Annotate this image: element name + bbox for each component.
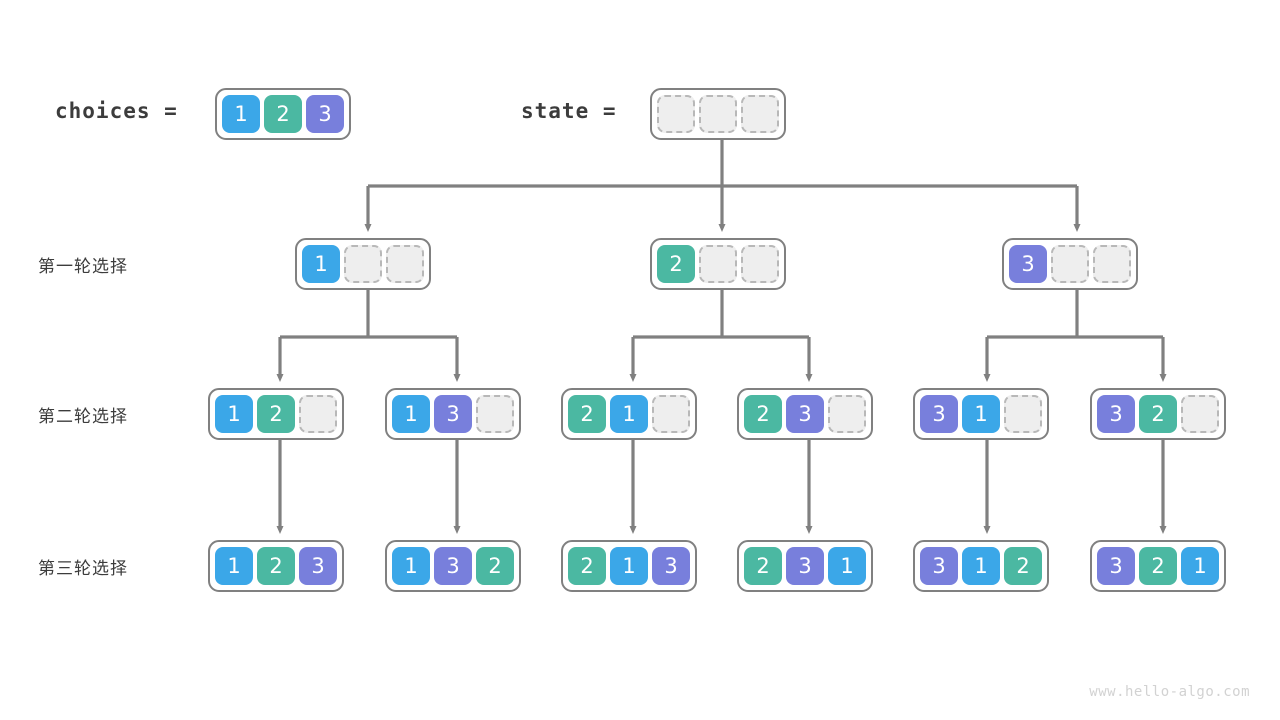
watermark: www.hello-algo.com (1089, 684, 1250, 700)
state-cell-0 (657, 95, 695, 133)
cell (1181, 395, 1219, 433)
choices-cell-2: 3 (306, 95, 344, 133)
node-r3-c2: 2 1 3 (561, 540, 697, 592)
node-r1-c2: 3 (1002, 238, 1138, 290)
cell (699, 245, 737, 283)
cell (344, 245, 382, 283)
node-r2-c5: 3 2 (1090, 388, 1226, 440)
cell: 2 (1139, 547, 1177, 585)
cell (476, 395, 514, 433)
cell (386, 245, 424, 283)
cell: 2 (744, 395, 782, 433)
cell: 3 (1009, 245, 1047, 283)
node-r2-c2: 2 1 (561, 388, 697, 440)
cell: 3 (299, 547, 337, 585)
cell: 1 (215, 547, 253, 585)
cell (299, 395, 337, 433)
state-cell-2 (741, 95, 779, 133)
cell: 1 (215, 395, 253, 433)
cell: 3 (786, 395, 824, 433)
cell: 2 (1004, 547, 1042, 585)
cell: 2 (568, 395, 606, 433)
row-label-round-3: 第三轮选择 (38, 559, 128, 579)
cell (1004, 395, 1042, 433)
cell: 3 (786, 547, 824, 585)
cell (1093, 245, 1131, 283)
cell: 3 (652, 547, 690, 585)
state-cell-1 (699, 95, 737, 133)
cell: 2 (257, 395, 295, 433)
cell: 1 (302, 245, 340, 283)
cell (652, 395, 690, 433)
cell: 2 (568, 547, 606, 585)
choices-array: 1 2 3 (215, 88, 351, 140)
node-r2-c4: 3 1 (913, 388, 1049, 440)
node-r2-c0: 1 2 (208, 388, 344, 440)
cell: 3 (1097, 395, 1135, 433)
cell: 3 (434, 547, 472, 585)
node-r3-c5: 3 2 1 (1090, 540, 1226, 592)
cell (828, 395, 866, 433)
cell: 1 (610, 395, 648, 433)
cell: 1 (1181, 547, 1219, 585)
node-r1-c0: 1 (295, 238, 431, 290)
cell: 2 (476, 547, 514, 585)
node-r2-c3: 2 3 (737, 388, 873, 440)
node-r3-c3: 2 3 1 (737, 540, 873, 592)
cell: 2 (657, 245, 695, 283)
cell: 2 (1139, 395, 1177, 433)
cell: 3 (920, 547, 958, 585)
node-r3-c1: 1 3 2 (385, 540, 521, 592)
cell: 3 (920, 395, 958, 433)
cell: 1 (828, 547, 866, 585)
choices-label: choices = (55, 99, 178, 123)
cell: 1 (962, 547, 1000, 585)
node-r3-c0: 1 2 3 (208, 540, 344, 592)
row-label-round-2: 第二轮选择 (38, 407, 128, 427)
choices-cell-0: 1 (222, 95, 260, 133)
cell: 2 (257, 547, 295, 585)
cell: 1 (392, 547, 430, 585)
node-r3-c4: 3 1 2 (913, 540, 1049, 592)
state-label: state = (521, 99, 617, 123)
state-array (650, 88, 786, 140)
cell: 3 (1097, 547, 1135, 585)
choices-cell-1: 2 (264, 95, 302, 133)
cell: 3 (434, 395, 472, 433)
node-r2-c1: 1 3 (385, 388, 521, 440)
cell (1051, 245, 1089, 283)
cell: 1 (610, 547, 648, 585)
node-r1-c1: 2 (650, 238, 786, 290)
cell: 2 (744, 547, 782, 585)
row-label-round-1: 第一轮选择 (38, 257, 128, 277)
cell (741, 245, 779, 283)
cell: 1 (962, 395, 1000, 433)
cell: 1 (392, 395, 430, 433)
